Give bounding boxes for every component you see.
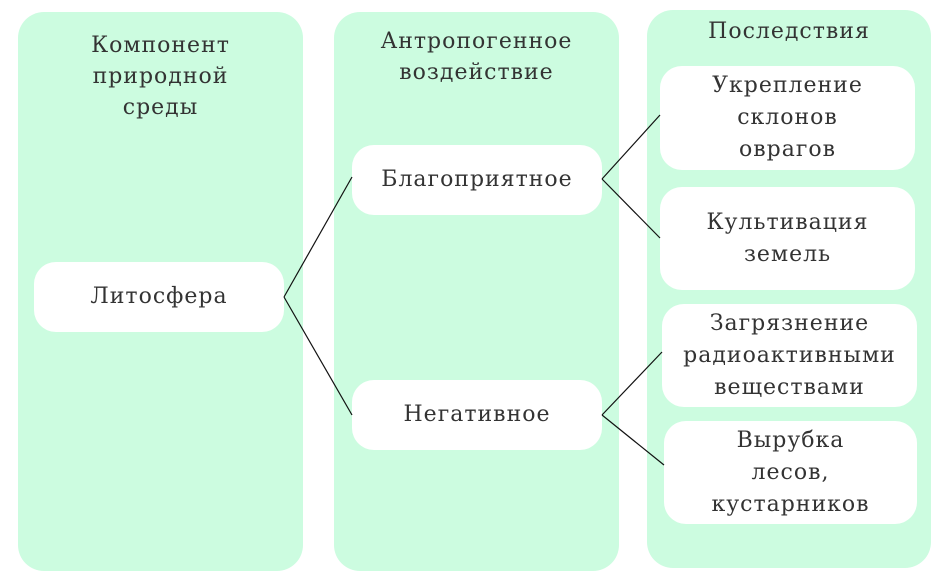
node-land-cultivation: Культивация земель [660,187,915,290]
column-consequences-title: Последствия [708,19,870,44]
node-radioactive-pollution: Загрязнение радиоактивными веществами [662,304,917,407]
node-negative: Негативное [352,380,602,450]
node-favorable: Благоприятное [352,145,602,215]
node-deforestation: Вырубка лесов, кустарников [664,421,917,524]
column-impact: Антропогенное воздействие [334,12,619,571]
column-component-title: Компонент природной среды [91,33,230,120]
node-ravine-slopes: Укрепление склонов оврагов [660,66,915,170]
node-lithosphere: Литосфера [34,262,284,332]
column-impact-title: Антропогенное воздействие [380,29,573,85]
